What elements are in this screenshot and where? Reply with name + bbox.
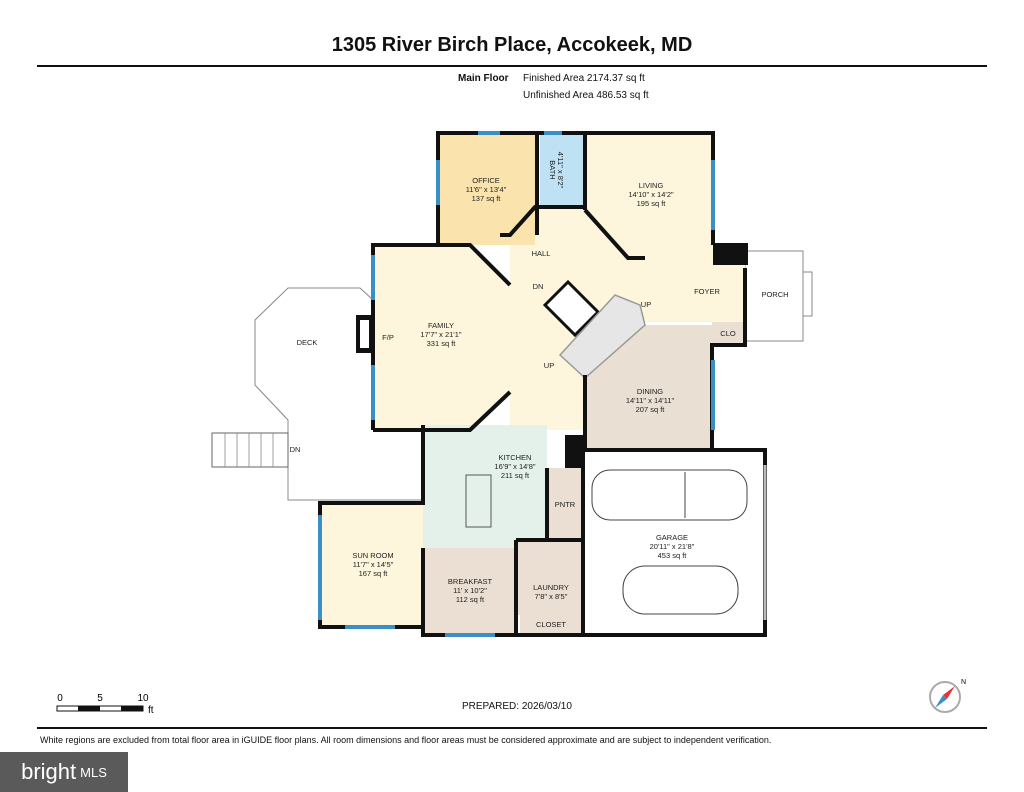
kitchen-name: KITCHEN <box>499 453 532 462</box>
porch-label: PORCH <box>761 290 788 299</box>
dining-name: DINING <box>637 387 663 396</box>
laundry <box>516 540 583 615</box>
car-truck <box>591 469 748 521</box>
svg-text:BATH4'11" x 8'2": BATH4'11" x 8'2" <box>548 152 565 189</box>
deck-stairs <box>211 432 289 468</box>
car-sedan <box>622 565 739 615</box>
header-divider <box>37 65 987 67</box>
footer-divider <box>37 727 987 729</box>
stairs-up <box>558 294 646 380</box>
stairs-dn-label: DN <box>533 282 544 291</box>
pntr <box>547 468 583 540</box>
bath-name: BATH <box>548 160 557 179</box>
svg-text:5: 5 <box>97 693 103 704</box>
hall-label: HALL <box>532 249 551 258</box>
kitchen-island <box>465 474 492 528</box>
closet <box>520 615 583 633</box>
svg-text:ft: ft <box>148 705 154 716</box>
page-title: 1305 River Birch Place, Accokeek, MD <box>331 34 693 56</box>
stairs-down <box>542 279 601 338</box>
clo <box>712 322 745 345</box>
foyer-label: FOYER <box>694 287 720 296</box>
family <box>373 245 510 430</box>
sunroom <box>320 503 423 627</box>
finished-area: Finished Area 2174.37 sq ft <box>523 73 645 84</box>
living <box>585 133 713 258</box>
stairs-up-label-2: UP <box>544 361 554 370</box>
svg-text:0: 0 <box>57 693 63 704</box>
living-name: LIVING <box>639 181 664 190</box>
office-name: OFFICE <box>472 176 500 185</box>
disclaimer: White regions are excluded from total fl… <box>40 735 772 745</box>
deck-label: DECK <box>297 338 318 347</box>
pntr-label: PNTR <box>555 500 576 509</box>
stairs-up-label: UP <box>641 300 651 309</box>
unfinished-area: Unfinished Area 486.53 sq ft <box>523 90 649 101</box>
deck-stairs-label: DN <box>290 445 301 454</box>
clo-label: CLO <box>720 329 736 338</box>
kitchen <box>423 425 547 548</box>
svg-text:10: 10 <box>137 693 149 704</box>
prepared-date: PREPARED: 2026/03/10 <box>462 701 572 712</box>
family-name: FAMILY <box>428 321 454 330</box>
closet-label: CLOSET <box>536 620 566 629</box>
garage-name: GARAGE <box>656 533 688 542</box>
breakfast <box>423 548 516 635</box>
floor-name: Main Floor <box>458 73 509 84</box>
bath <box>540 133 585 207</box>
scale-bar: 0 5 10 ft <box>56 693 154 716</box>
fireplace-label: F/P <box>382 333 394 342</box>
svg-text:N: N <box>961 679 966 686</box>
sunroom-name: SUN ROOM <box>352 551 393 560</box>
breakfast-name: BREAKFAST <box>448 577 493 586</box>
laundry-name: LAUNDRY <box>533 583 569 592</box>
compass-icon: N <box>929 679 966 713</box>
